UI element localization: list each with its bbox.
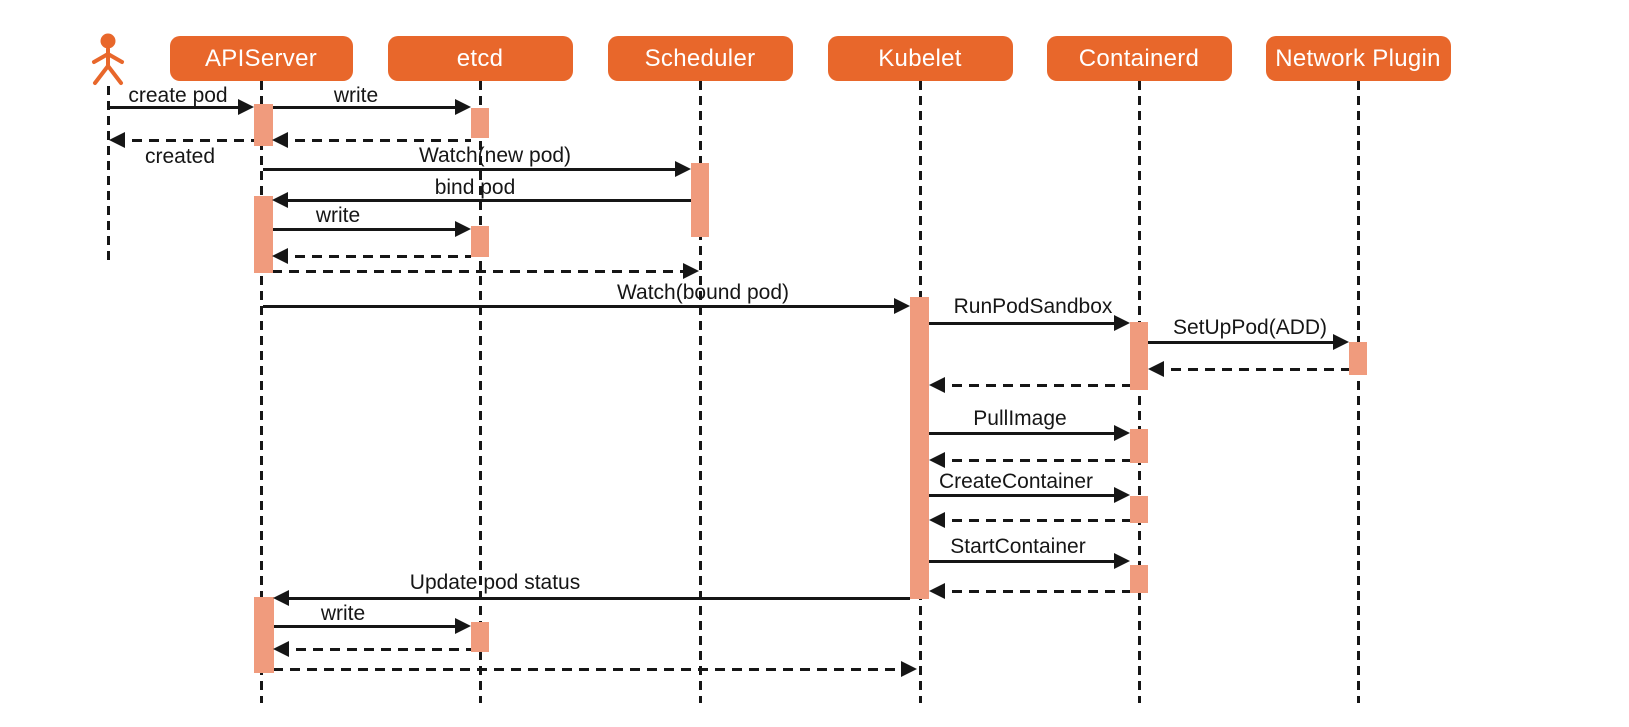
message-label: write [315,204,361,227]
lifeline-user [106,86,110,262]
lifeline-networkplugin [1356,81,1360,703]
arrowhead-icon [272,192,288,208]
participant-networkplugin: Network Plugin [1265,36,1451,81]
lifeline-scheduler [698,81,702,703]
message-line-solid [929,493,1124,497]
activation-bar-etcd [471,108,489,138]
activation-bar-containerd [1130,322,1148,390]
message-line-dashed [1154,367,1349,371]
activation-bar-containerd [1130,429,1148,463]
message-line-dashed [935,589,1130,593]
message-line-dashed [115,138,254,142]
message-line-solid [929,559,1124,563]
message-label: Watch(new pod) [418,144,572,167]
arrowhead-icon [1114,315,1130,331]
arrowhead-icon [1114,487,1130,503]
arrowhead-icon [929,512,945,528]
message-label: write [333,84,379,107]
activation-bar-containerd [1130,496,1148,523]
message-line-solid [929,431,1124,435]
message-line-solid [278,198,691,202]
arrowhead-icon [675,161,691,177]
activation-bar-networkplugin [1349,342,1367,375]
arrowhead-icon [901,661,917,677]
message-line-solid [929,321,1124,325]
message-line-solid [1148,340,1343,344]
arrowhead-icon [929,452,945,468]
actor-icon [92,33,124,85]
message-line-dashed [935,518,1130,522]
activation-bar-containerd [1130,565,1148,593]
message-label: PullImage [973,407,1067,430]
message-label: bind pod [434,176,516,199]
message-label: created [144,145,216,168]
message-line-solid [109,105,248,109]
arrowhead-icon [1114,425,1130,441]
message-label: RunPodSandbox [953,295,1113,318]
lifeline-etcd [478,81,482,703]
activation-bar-kubelet [910,297,929,599]
arrowhead-icon [455,221,471,237]
message-line-solid [263,167,685,171]
activation-bar-apiserver [254,196,273,273]
activation-bar-etcd [471,622,489,652]
arrowhead-icon [273,641,289,657]
arrowhead-icon [455,618,471,634]
arrowhead-icon [1333,334,1349,350]
arrowhead-icon [894,298,910,314]
arrowhead-icon [455,99,471,115]
message-label: CreateContainer [938,470,1094,493]
arrowhead-icon [272,132,288,148]
activation-bar-etcd [471,226,489,257]
activation-bar-apiserver [254,104,273,146]
message-label: Update pod status [409,571,581,594]
arrowhead-icon [1148,361,1164,377]
arrowhead-icon [109,132,125,148]
participant-etcd: etcd [387,36,573,81]
message-line-solid [263,304,904,308]
message-line-dashed [273,667,911,671]
message-label: create pod [128,84,228,107]
participant-containerd: Containerd [1046,36,1232,81]
message-line-solid [272,227,465,231]
participant-scheduler: Scheduler [607,36,793,81]
message-line-dashed [279,647,471,651]
message-line-dashed [935,383,1130,387]
arrowhead-icon [683,263,699,279]
message-line-dashed [935,458,1130,462]
message-label: SetUpPod(ADD) [1172,316,1328,339]
arrowhead-icon [238,99,254,115]
message-line-solid [279,596,910,600]
message-line-dashed [278,254,471,258]
message-label: StartContainer [950,535,1086,558]
arrowhead-icon [272,248,288,264]
message-line-solid [273,624,465,628]
message-line-solid [272,105,465,109]
activation-bar-apiserver [254,597,274,673]
message-line-dashed [278,138,471,142]
activation-bar-scheduler [691,163,709,237]
participant-apiserver: APIServer [169,36,353,81]
message-label: Watch(bound pod) [617,281,789,304]
message-line-dashed [272,269,693,273]
arrowhead-icon [273,590,289,606]
message-label: write [320,602,366,625]
arrowhead-icon [929,377,945,393]
arrowhead-icon [929,583,945,599]
lifeline-containerd [1137,81,1141,703]
arrowhead-icon [1114,553,1130,569]
lifeline-apiserver [259,81,263,703]
participant-kubelet: Kubelet [827,36,1013,81]
